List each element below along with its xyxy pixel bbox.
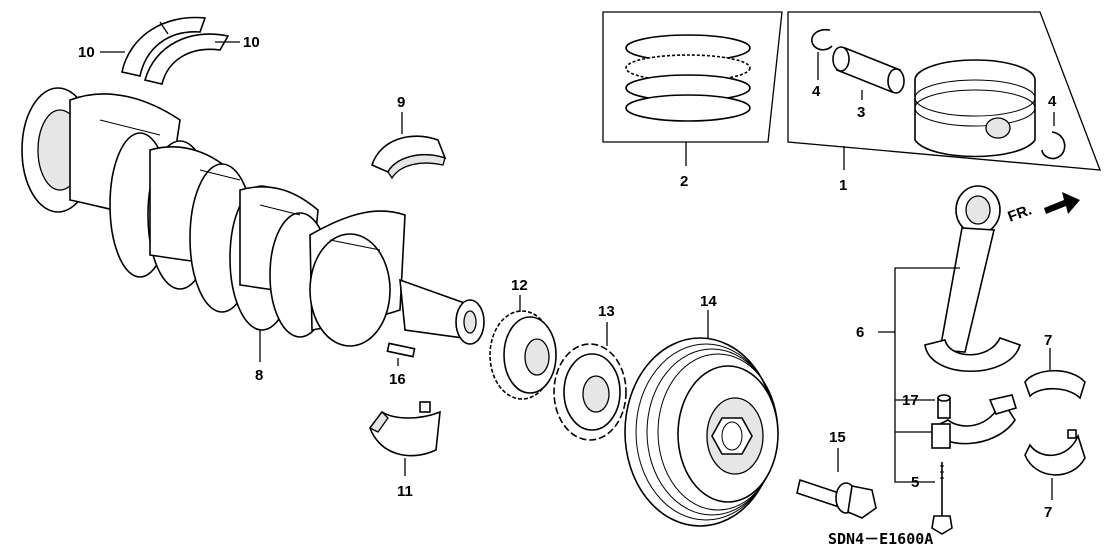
callout-6: 6: [856, 324, 864, 341]
callout-8: 8: [255, 367, 263, 384]
callout-2: 2: [680, 173, 688, 190]
main-bearing-upper[interactable]: [121, 16, 230, 85]
callout-14: 14: [700, 293, 717, 310]
callout-5: 5: [911, 474, 919, 491]
piston[interactable]: [914, 59, 1036, 158]
ckp-pulse-plate[interactable]: [553, 343, 627, 441]
front-direction-arrow-icon: [1044, 192, 1080, 214]
crankshaft[interactable]: [21, 87, 485, 347]
callout-13: 13: [598, 303, 615, 320]
crankshaft-sprocket[interactable]: [489, 310, 557, 400]
piston-ring-set[interactable]: [625, 34, 751, 122]
piston-pin-clip-right[interactable]: [1041, 131, 1066, 160]
connecting-rod-bolt[interactable]: [931, 462, 953, 535]
connecting-rod-bearing-upper[interactable]: [1024, 370, 1086, 400]
connecting-rod[interactable]: [924, 185, 1021, 372]
callout-12: 12: [511, 277, 528, 294]
callout-7-lower: 7: [1044, 504, 1052, 521]
pulley-bolt[interactable]: [796, 478, 877, 519]
callout-16: 16: [389, 371, 406, 388]
callout-15: 15: [829, 429, 846, 446]
callout-9: 9: [397, 94, 405, 111]
connecting-rod-cap[interactable]: [931, 394, 1018, 449]
callout-3: 3: [857, 104, 865, 121]
dowel-pin[interactable]: [937, 394, 951, 419]
thrust-bearing-upper[interactable]: [371, 135, 447, 180]
callout-10-right: 10: [243, 34, 260, 51]
piston-pin[interactable]: [832, 46, 905, 94]
woodruff-key[interactable]: [386, 342, 416, 358]
callout-11: 11: [397, 483, 413, 500]
callout-4-left: 4: [812, 83, 821, 100]
front-direction-label: FR.: [1006, 202, 1035, 226]
thrust-bearing-lower[interactable]: [369, 401, 441, 457]
connecting-rod-bearing-lower[interactable]: [1024, 429, 1086, 476]
crankshaft-pulley[interactable]: [624, 337, 779, 527]
diagram-code: SDN4－E1600A: [828, 530, 933, 548]
piston-pin-clip-left[interactable]: [811, 28, 833, 51]
ring-set-box: [602, 11, 783, 143]
callout-1: 1: [839, 177, 847, 194]
callout-4-right: 4: [1048, 93, 1057, 110]
callout-17: 17: [902, 392, 919, 409]
piston-box: [787, 11, 1101, 171]
callout-7-upper: 7: [1044, 332, 1052, 349]
callout-10-left: 10: [78, 44, 95, 61]
